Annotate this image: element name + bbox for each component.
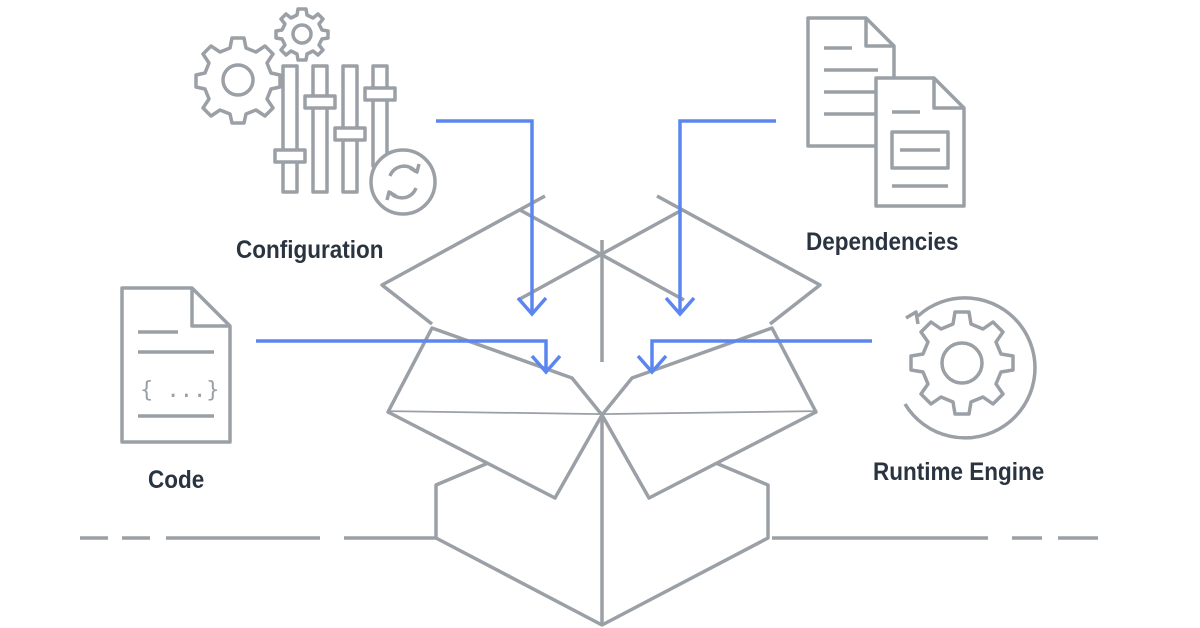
gears-sliders-icon [194,7,437,216]
open-box-icon [380,194,822,627]
arrow-code [256,339,562,375]
configuration-label: Configuration [236,236,384,264]
documents-icon [806,16,966,208]
runtime-engine-label: Runtime Engine [873,458,1045,486]
arrow-configuration [436,119,548,317]
arrow-runtime-engine [636,339,872,375]
code-file-icon: { ...} [120,286,232,444]
gear-refresh-icon [903,296,1037,440]
arrow-dependencies [664,119,776,317]
code-snippet: { ...} [140,378,219,403]
dependencies-label: Dependencies [806,228,959,256]
code-label: Code [148,466,205,494]
